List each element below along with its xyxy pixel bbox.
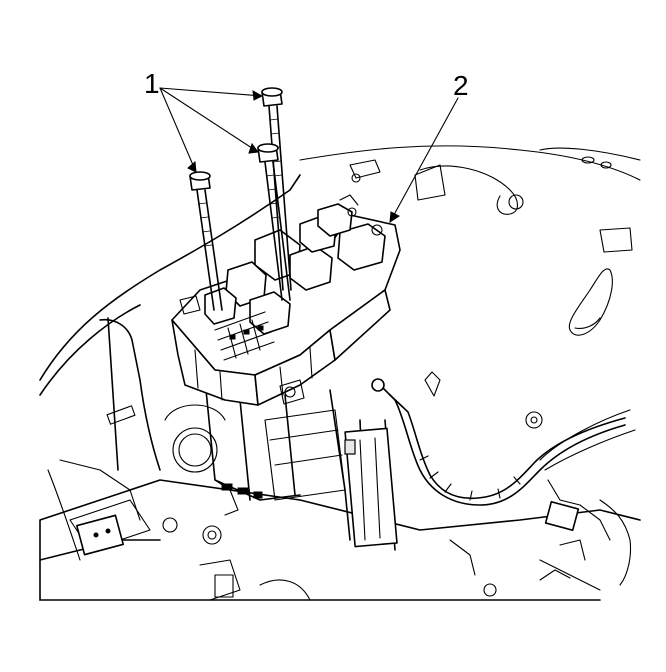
callout-2-leader bbox=[389, 97, 459, 224]
fuse-block-bolts bbox=[189, 87, 292, 311]
bolt-c bbox=[189, 171, 223, 311]
callout-1-label: 1 bbox=[144, 68, 160, 99]
radiator-support bbox=[39, 479, 641, 601]
engine-bay-background bbox=[299, 145, 641, 336]
fuse-block-bracket bbox=[204, 379, 398, 551]
shock-tower bbox=[164, 404, 226, 473]
bolt-b bbox=[257, 143, 291, 301]
wiring-harness bbox=[371, 371, 636, 586]
callout-2-label: 2 bbox=[453, 70, 469, 101]
callout-1-leaders bbox=[159, 87, 264, 173]
